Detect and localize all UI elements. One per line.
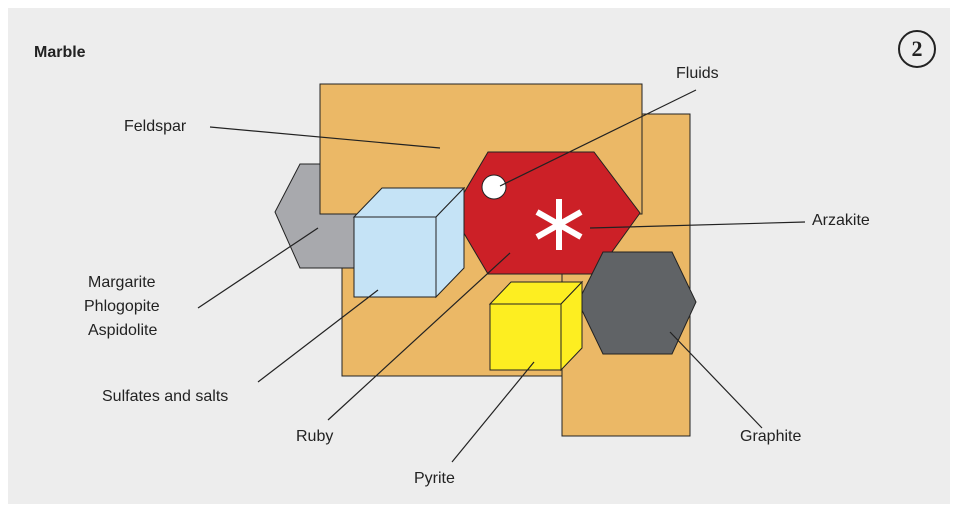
sulfates-leader <box>257 289 379 383</box>
graphite-hexagon <box>577 251 697 355</box>
fluids-leader <box>499 89 697 187</box>
label-arzakite: Arzakite <box>812 212 870 229</box>
label-ruby: Ruby <box>296 428 334 445</box>
graphite-leader <box>669 331 763 429</box>
arzakite-leader <box>589 221 806 229</box>
label-feldspar: Feldspar <box>124 118 187 135</box>
ruby-leader <box>327 252 511 421</box>
label-phlogopite: Phlogopite <box>84 298 160 315</box>
label-margarite: Margarite <box>88 274 156 291</box>
figure-number-badge: 2 <box>898 30 936 68</box>
label-pyrite: Pyrite <box>414 470 455 487</box>
margarite-leader <box>197 227 319 309</box>
pyrite-cube <box>488 280 584 372</box>
sulfates-cube <box>352 186 466 299</box>
feldspar-leader <box>209 126 441 149</box>
leader-lines <box>197 89 806 463</box>
label-fluids: Fluids <box>676 65 719 82</box>
label-graphite: Graphite <box>740 428 802 445</box>
pyrite-leader <box>451 361 535 463</box>
arzakite-asterisk <box>535 199 583 250</box>
label-sulfates: Sulfates and salts <box>102 388 229 405</box>
diagram-title: Marble <box>34 44 86 61</box>
fluids-circle <box>481 174 507 200</box>
label-aspidolite: Aspidolite <box>88 322 158 339</box>
